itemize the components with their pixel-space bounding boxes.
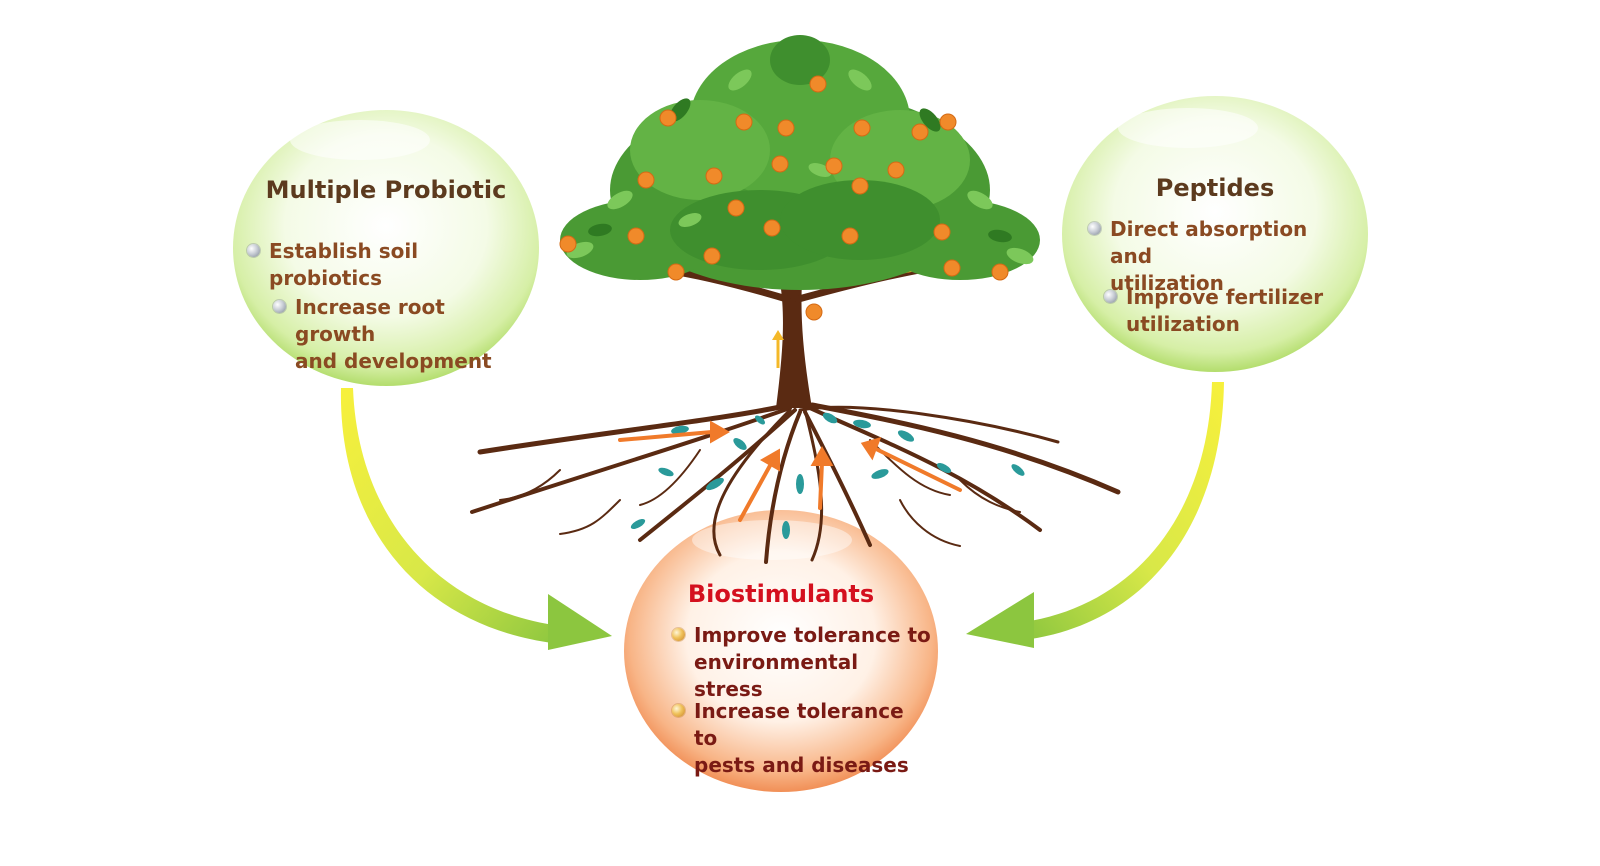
bullet-dot-icon — [247, 244, 260, 257]
probiotic-item-2: Increase root growth and development — [273, 294, 523, 375]
bullet-dot-icon — [672, 704, 685, 717]
probiotic-bubble-shape — [233, 110, 539, 386]
bullet-dot-icon — [1088, 222, 1101, 235]
biostimulants-item-1-text: Improve tolerance to environmental stres… — [694, 623, 931, 701]
probiotic-title: Multiple Probiotic — [265, 176, 507, 204]
bullet-dot-icon — [1104, 290, 1117, 303]
peptides-item-1: Direct absorption and utilization — [1088, 216, 1348, 297]
bullet-dot-icon — [273, 300, 286, 313]
microbe-icons — [630, 412, 1025, 539]
peptides-bubble-shape — [1062, 96, 1368, 372]
biostimulants-bubble-shape — [624, 510, 938, 792]
tree-canopy — [560, 35, 1040, 290]
peptides-item-1-text: Direct absorption and utilization — [1110, 217, 1308, 295]
peptides-title: Peptides — [1155, 174, 1275, 202]
bullet-dot-icon — [672, 628, 685, 641]
biostimulants-item-2: Increase tolerance to pests and diseases — [672, 698, 932, 779]
probiotic-item-2-text: Increase root growth and development — [295, 295, 492, 373]
probiotic-item-1: Establish soil probiotics — [247, 238, 537, 292]
biostimulants-item-2-text: Increase tolerance to pests and diseases — [694, 699, 909, 777]
fruit-icons — [559, 75, 1009, 321]
curved-arrow-right — [966, 382, 1224, 648]
probiotic-bubble: Multiple Probiotic Establish soil probio… — [233, 110, 539, 386]
peptides-item-2: Improve fertilizer utilization — [1104, 284, 1344, 338]
biostimulants-bubble: Biostimulants Improve tolerance to envir… — [624, 510, 938, 792]
curved-arrow-left — [340, 388, 612, 650]
peptides-bubble: Peptides Direct absorption and utilizati… — [1062, 96, 1368, 372]
root-system — [470, 402, 1121, 564]
probiotic-item-1-text: Establish soil probiotics — [269, 239, 419, 290]
biostimulants-title: Biostimulants — [687, 580, 875, 608]
biostimulants-item-1: Improve tolerance to environmental stres… — [672, 622, 932, 703]
peptides-item-2-text: Improve fertilizer utilization — [1126, 285, 1324, 336]
nutrient-arrows — [618, 420, 962, 522]
